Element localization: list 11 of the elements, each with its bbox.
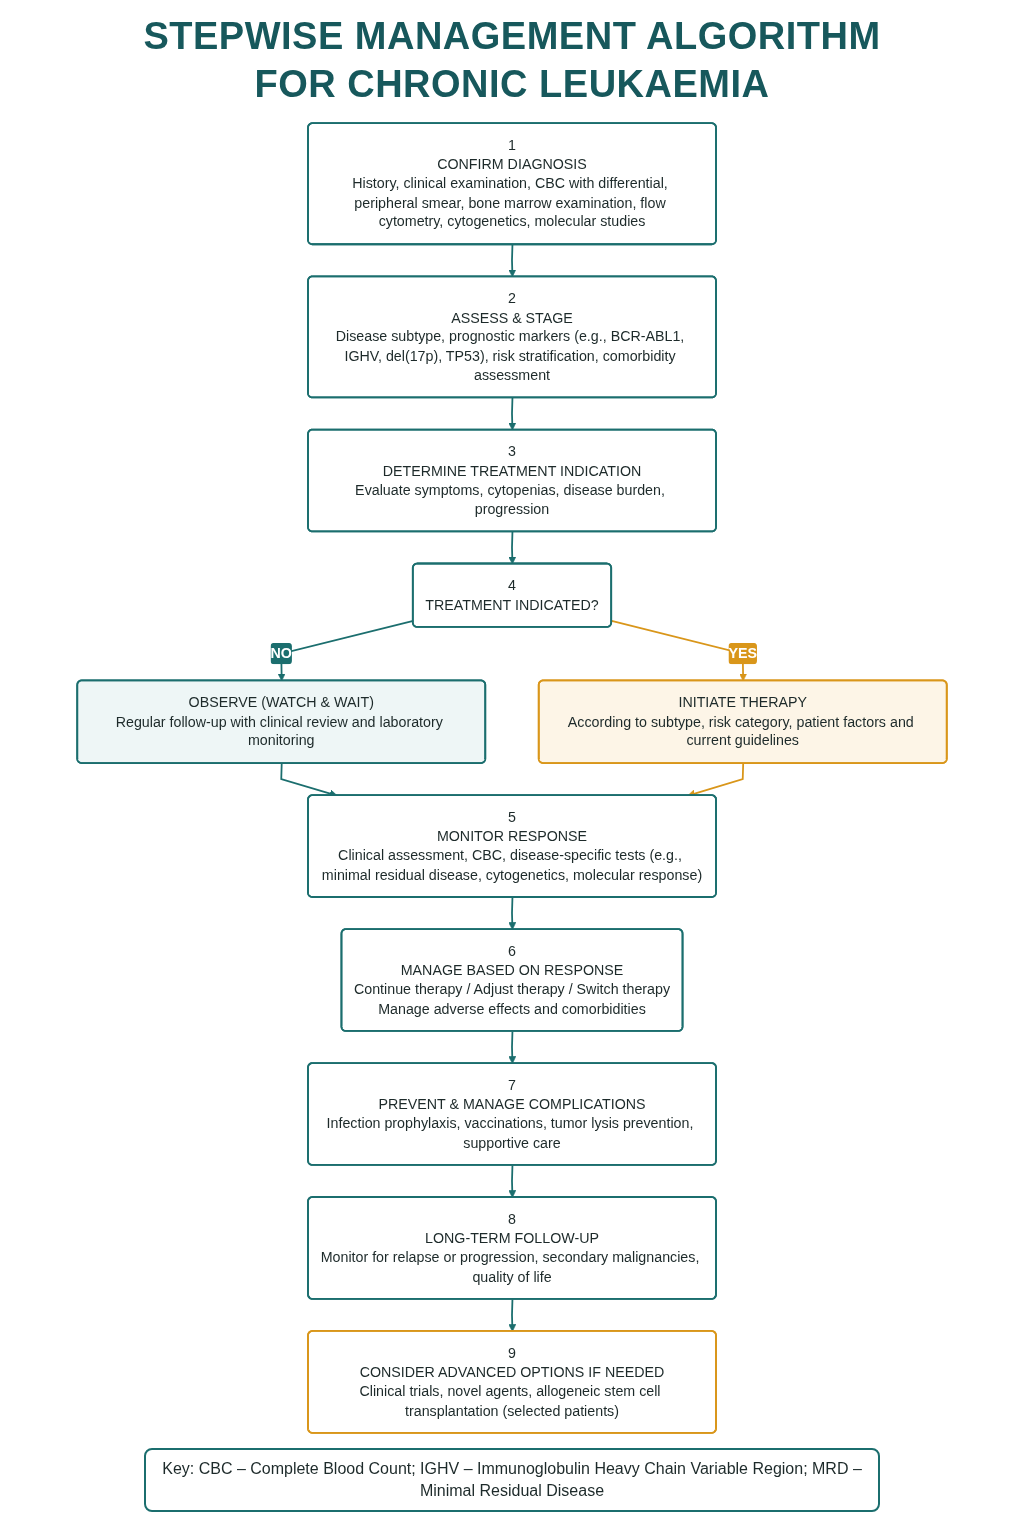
arrow (508, 397, 517, 431)
arrow (508, 243, 517, 278)
arrow (508, 896, 517, 930)
arrow (508, 1298, 517, 1332)
key-note: Key: CBC – Complete Blood Count; IGHV – Immunoglobulin Heavy Chain Variable Region; MRD – Minimal Residual Disease (144, 1448, 880, 1512)
arrow (508, 531, 517, 565)
edge-label: NO (270, 645, 292, 661)
edge-label: YES (728, 645, 757, 661)
arrow (508, 1030, 517, 1064)
arrow (508, 1164, 517, 1198)
diagram-title: STEPWISE MANAGEMENT ALGORITHM FOR CHRONIC LEUKAEMIA (142, 14, 882, 107)
